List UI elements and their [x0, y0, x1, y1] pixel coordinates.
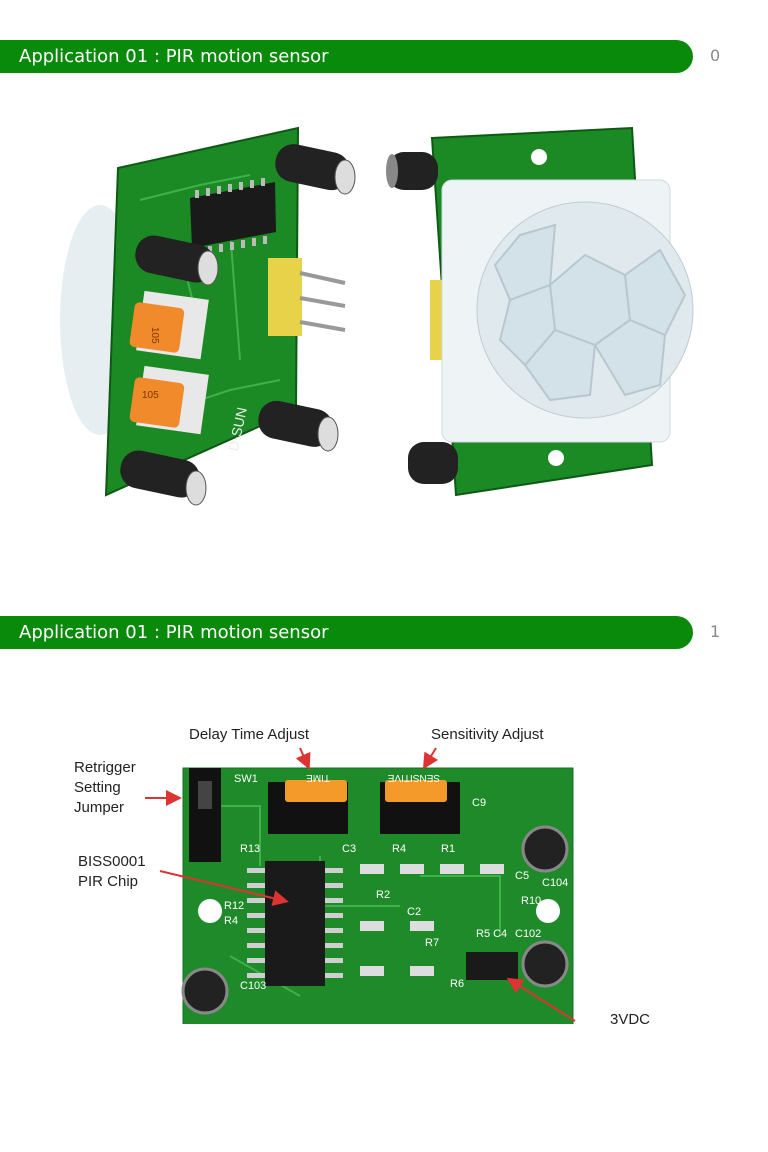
retrigger-label-2: Setting — [74, 779, 121, 796]
silk-r13: R13 — [240, 843, 260, 855]
sensitivity-arrow — [422, 747, 439, 770]
slide-title: Application 01 : PIR motion sensor — [19, 46, 329, 67]
silk-r10: R10 — [521, 895, 541, 907]
chip-arrow — [159, 870, 289, 906]
pir-module-photo: 105 105 D-SUN — [60, 126, 694, 506]
capacitor-5 — [386, 152, 438, 190]
sensitivity-pot — [380, 780, 460, 834]
capacitor — [521, 940, 569, 988]
pot-label-2: 105 — [142, 390, 159, 401]
capacitor — [521, 825, 569, 873]
capacitor-3 — [258, 400, 339, 452]
chip-label-2: PIR Chip — [78, 873, 138, 890]
silk-c104: C104 — [542, 877, 568, 889]
title-bar: Application 01 : PIR motion sensor — [0, 40, 693, 73]
silk-time: TIME — [306, 772, 330, 783]
silk-r2: R2 — [376, 889, 390, 901]
silk-r6: R6 — [450, 978, 464, 990]
silk-r4: R4 — [392, 843, 406, 855]
regulator-arrow — [506, 977, 576, 1022]
biss0001-chip — [247, 861, 343, 986]
pir-board-diagram: Delay Time Adjust Sensitivity Adjust Ret… — [74, 726, 650, 1024]
sensitivity-label: Sensitivity Adjust — [431, 726, 544, 743]
capacitor-2 — [135, 235, 219, 286]
silk-sw1: SW1 — [234, 773, 258, 785]
capacitor-4 — [120, 450, 207, 506]
page-number: 1 — [710, 622, 721, 641]
chip-label-1: BISS0001 — [78, 853, 146, 870]
chip — [190, 182, 276, 248]
silk-r12: R12 — [224, 900, 244, 912]
header-pins — [268, 258, 346, 336]
page-number: 0 — [710, 46, 721, 65]
delay-time-label: Delay Time Adjust — [189, 726, 310, 743]
mount-hole — [548, 450, 564, 466]
mount-hole — [536, 899, 560, 923]
silk-r4b: R4 — [224, 915, 238, 927]
silk-r1: R1 — [441, 843, 455, 855]
side-pins — [430, 280, 444, 360]
retrigger-label-1: Retrigger — [74, 759, 136, 776]
slide-title: Application 01 : PIR motion sensor — [19, 622, 329, 643]
slide-1: Application 01 : PIR motion sensor 1 Del… — [0, 576, 768, 1152]
potentiometer-2: 105 — [129, 365, 209, 435]
pot-label-1: 105 — [149, 327, 160, 344]
capacitor — [181, 967, 229, 1015]
mount-hole — [531, 149, 547, 165]
silk-sensitive: SENSITIVE — [387, 772, 440, 783]
capacitor-6 — [408, 442, 458, 484]
mount-hole — [198, 899, 222, 923]
silk-c102: C102 — [515, 928, 541, 940]
silk-c5: C5 — [515, 870, 529, 882]
silk-r7: R7 — [425, 937, 439, 949]
silk-c3: C3 — [342, 843, 356, 855]
title-bar: Application 01 : PIR motion sensor — [0, 616, 693, 649]
partial-label: 3VDC — [610, 1011, 650, 1024]
retrigger-label-3: Jumper — [74, 799, 124, 816]
delay-arrow — [295, 747, 311, 770]
capacitor-1 — [275, 144, 356, 195]
silk-r5c4: R5 C4 — [476, 928, 507, 940]
silk-c2: C2 — [407, 906, 421, 918]
fresnel-lens-dome — [441, 179, 694, 443]
regulator-ic — [466, 952, 518, 980]
silk-c9: C9 — [472, 797, 486, 809]
delay-time-pot — [268, 780, 348, 834]
silk-c103: C103 — [240, 980, 266, 992]
potentiometer-1: 105 — [129, 290, 209, 360]
slide-0: Application 01 : PIR motion sensor 0 — [0, 40, 721, 506]
